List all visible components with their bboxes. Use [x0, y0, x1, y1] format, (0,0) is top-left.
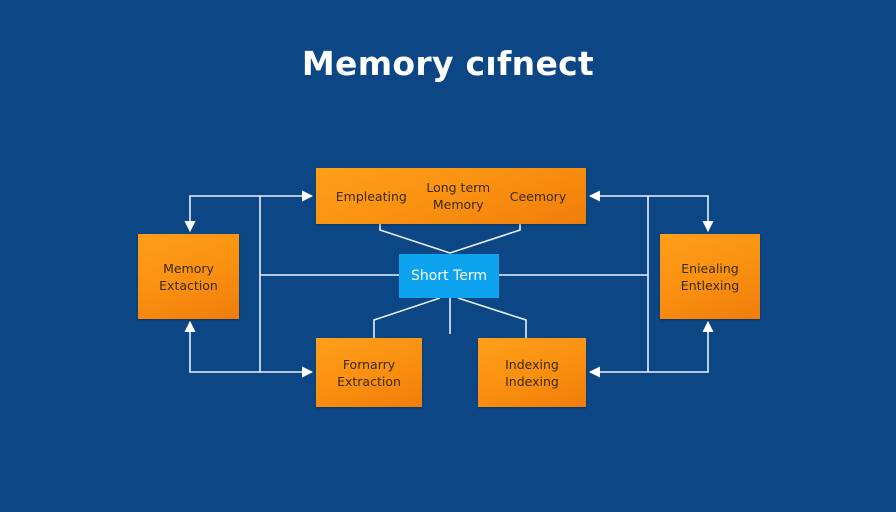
- node-bottom-right-label: Indexing Indexing: [505, 356, 559, 389]
- node-top-label-left: Empleating: [335, 188, 407, 204]
- node-long-term-memory: Empleating Long term Memory Ceemory: [316, 168, 586, 224]
- connector-left-top-to-left: [184, 195, 260, 233]
- node-top-label-right: Ceemory: [509, 188, 567, 204]
- connector-right-top-to-right: [648, 195, 714, 233]
- connector-left-bottom-to-left: [184, 320, 260, 373]
- connector-center-to-bl: [373, 297, 441, 338]
- node-short-term: Short Term: [399, 254, 499, 298]
- node-indexing-right: Eniealing Entlexing: [660, 234, 760, 319]
- node-primary-extraction: Fornarry Extraction: [316, 338, 422, 407]
- connector-top-to-center-a: [379, 224, 451, 254]
- node-center-label: Short Term: [411, 268, 487, 284]
- connector-center-to-br: [457, 297, 527, 338]
- node-top-label-center: Long term Memory: [426, 180, 491, 212]
- diagram-title: Memory cıfnect: [301, 44, 595, 83]
- connector-right-bottom-to-right: [648, 320, 714, 373]
- node-indexing-bottom: Indexing Indexing: [478, 338, 586, 407]
- node-right-label: Eniealing Entlexing: [680, 260, 740, 293]
- node-bottom-left-label: Fornarry Extraction: [337, 356, 401, 389]
- node-memory-extraction: Memory Extaction: [138, 234, 239, 319]
- node-left-label: Memory Extaction: [159, 260, 218, 293]
- connector-top-to-center-b: [449, 224, 521, 254]
